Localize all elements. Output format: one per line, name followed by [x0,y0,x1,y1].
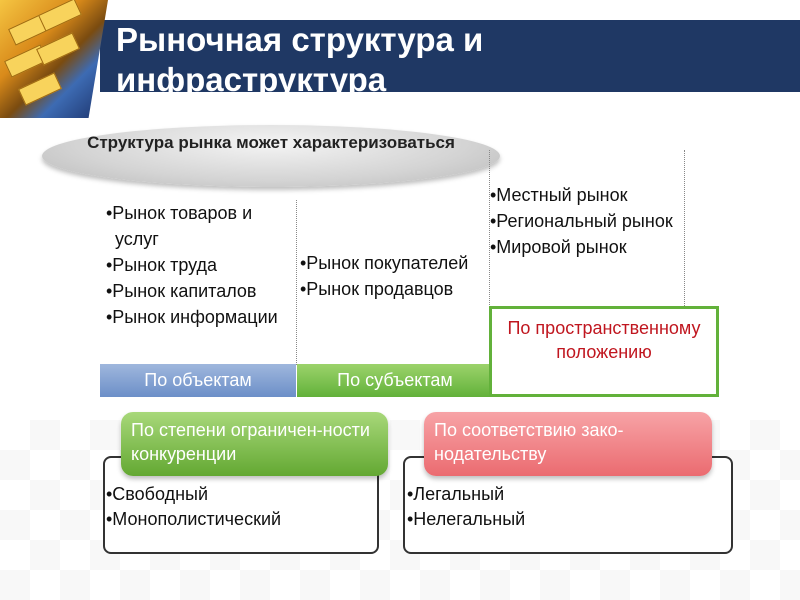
gold-bars-image [0,0,108,118]
tab-subjects: По субъектам [297,364,493,397]
divider-1 [296,200,297,365]
legality-list: •Легальный •Нелегальный [407,482,727,532]
list-item: •Местный рынок [490,182,680,208]
tab-objects: По объектам [100,364,296,397]
competition-label: По степени ограничен-ности конкуренции [121,412,388,476]
list-item: •Рынок товаров и услуг [106,200,296,252]
list-item: •Мировой рынок [490,234,680,260]
list-item: •Рынок продавцов [300,276,485,302]
list-item: •Рынок покупателей [300,250,485,276]
root-ellipse-text: Структура рынка может характеризоваться [42,132,500,154]
list-item: •Рынок труда [106,252,296,278]
location-list: •Местный рынок •Региональный рынок •Миро… [490,182,680,260]
divider-3 [684,150,685,306]
legality-label: По соответствию зако-нодательству [424,412,712,476]
list-item: •Рынок капиталов [106,278,296,304]
list-item: •Рынок информации [106,304,296,330]
list-item: •Свободный [106,482,376,507]
list-item: •Легальный [407,482,727,507]
list-item: •Нелегальный [407,507,727,532]
competition-list: •Свободный •Монополистический [106,482,376,532]
subjects-list: •Рынок покупателей •Рынок продавцов [300,250,485,302]
list-item: •Региональный рынок [490,208,680,234]
location-box-label: По пространственному положению [489,316,719,364]
objects-list: •Рынок товаров и услуг •Рынок труда •Рын… [106,200,296,330]
page-title: Рыночная структура и инфраструктура [116,20,736,100]
list-item: •Монополистический [106,507,376,532]
header: Рыночная структура и инфраструктура [0,0,800,118]
